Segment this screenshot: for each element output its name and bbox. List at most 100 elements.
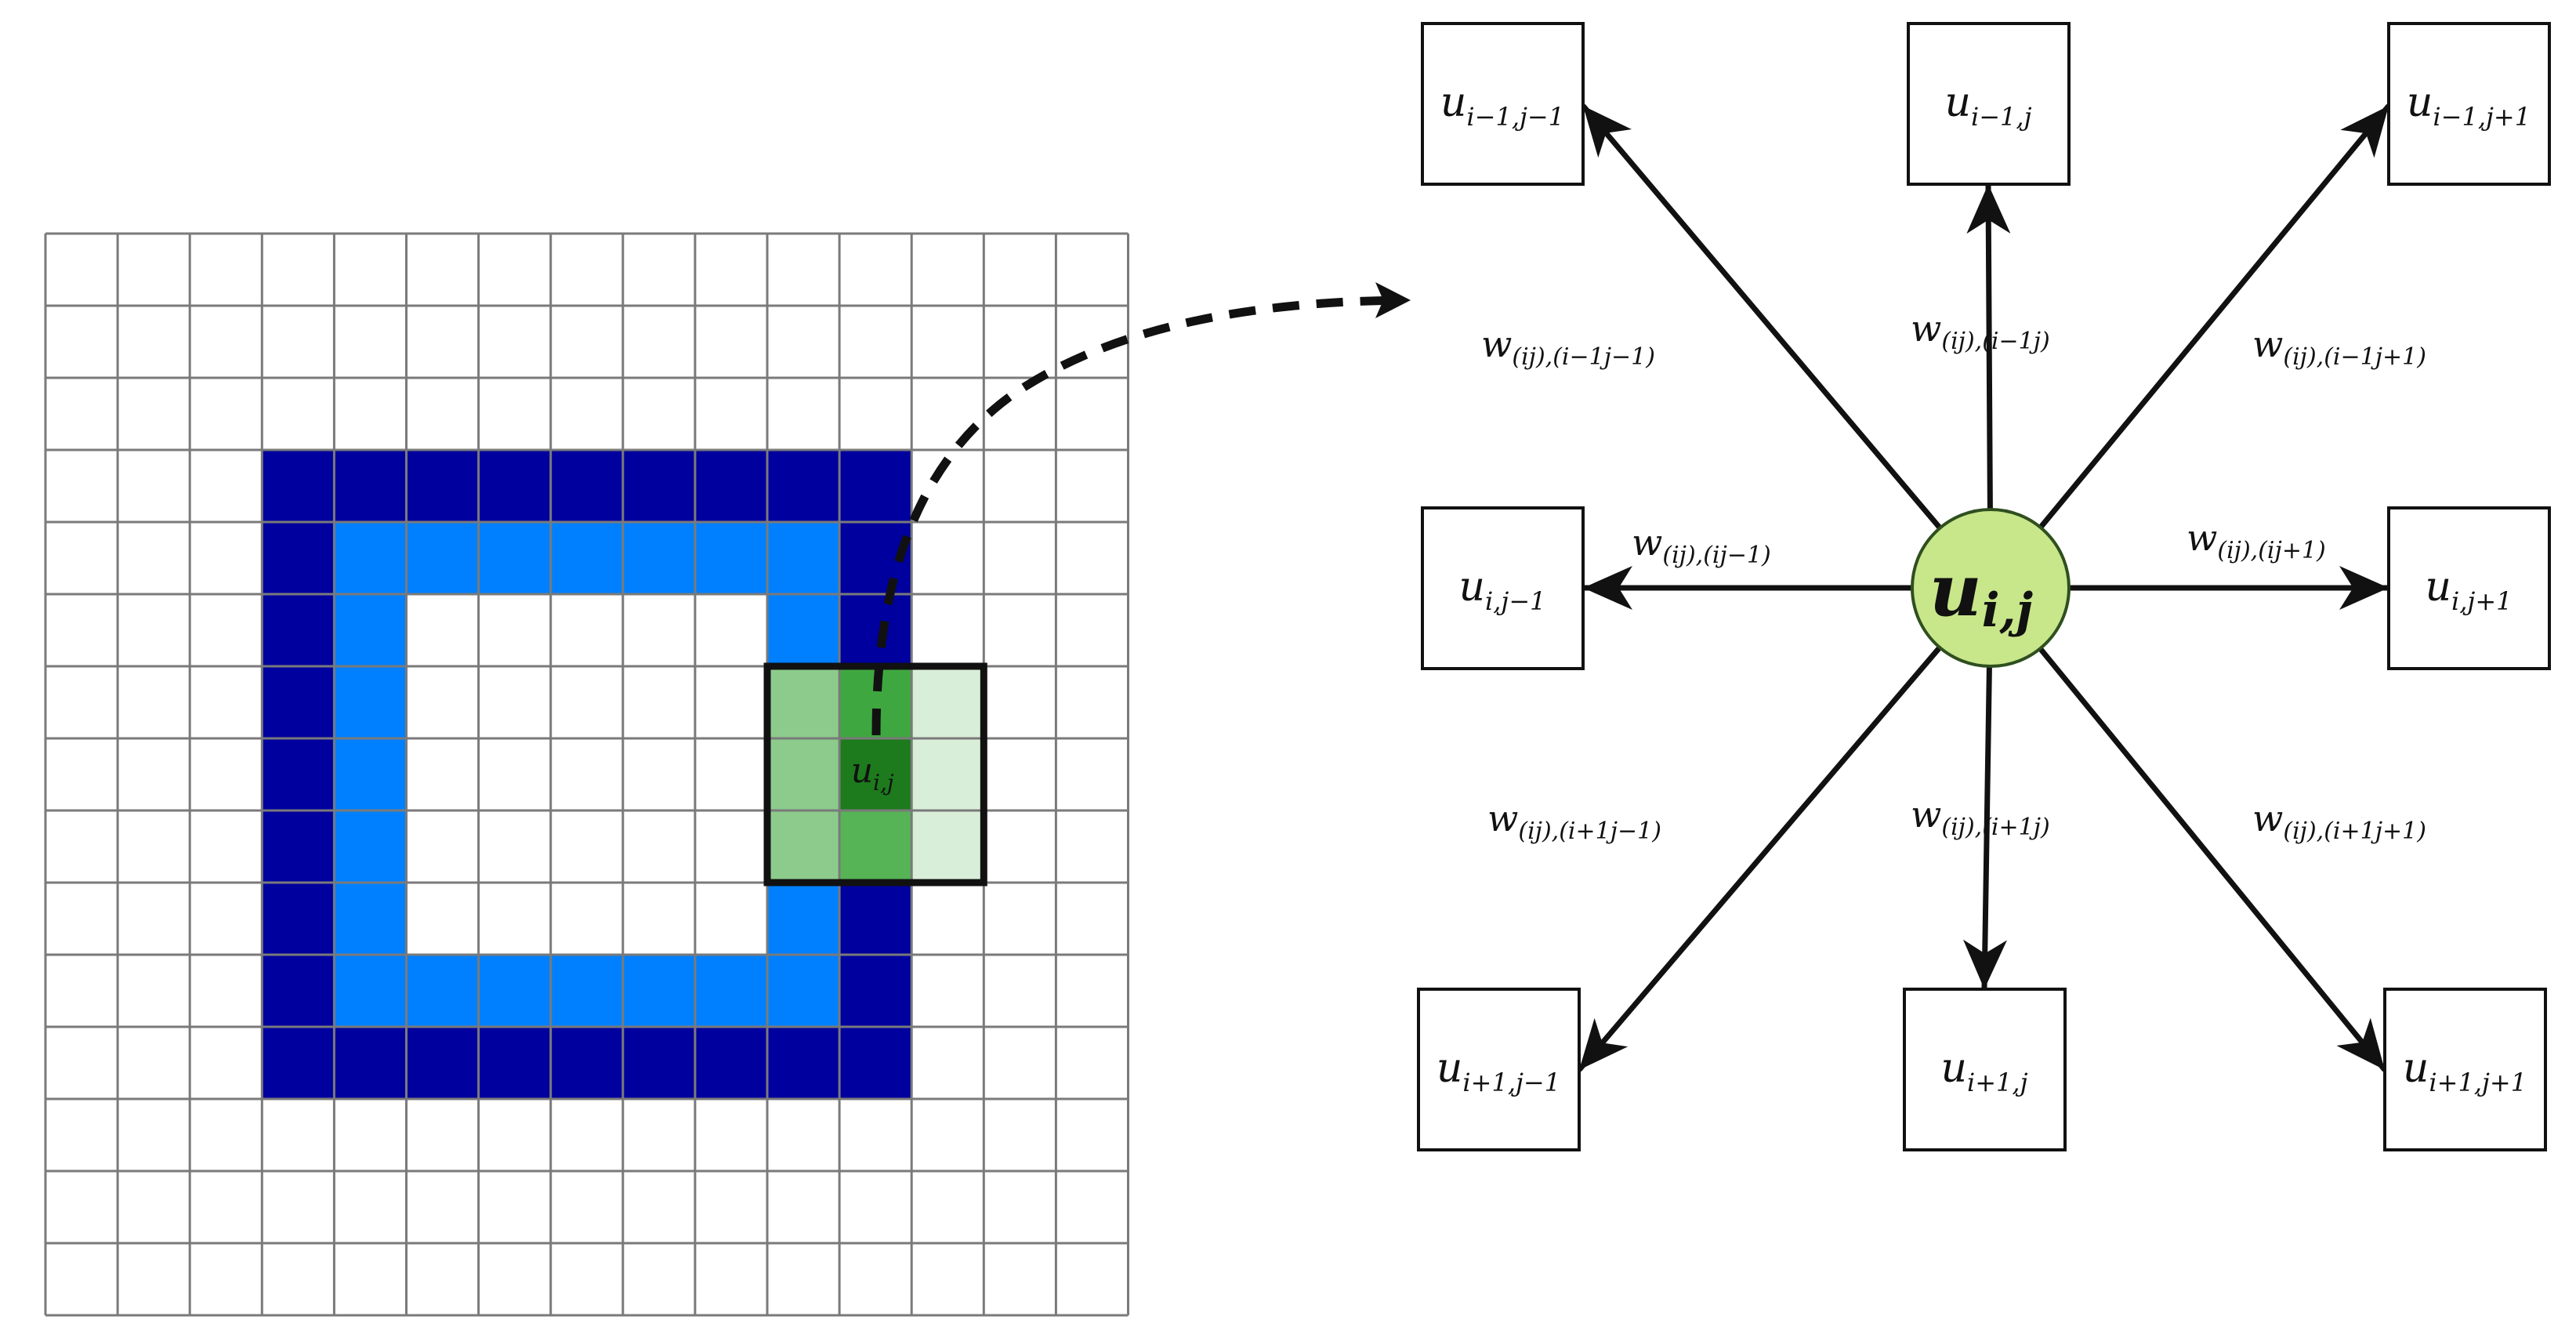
grid-cell: [622, 1243, 695, 1315]
grid-cell: [190, 883, 263, 955]
grid-cell: [767, 955, 840, 1027]
weight-label-tr: w(ij),(i−1j+1): [2252, 323, 2426, 371]
neighbor-node-ml: ui,j−1: [1421, 506, 1585, 670]
grid-cell: [334, 666, 407, 738]
grid-cell: [45, 522, 118, 594]
grid-cell: [622, 1099, 695, 1171]
grid-cell: [911, 378, 984, 450]
grid-cell: [984, 666, 1056, 738]
grid-cell: [334, 450, 407, 522]
center-node-circle: [1911, 508, 2071, 668]
grid-cell: [334, 594, 407, 666]
pixel-grid: ui,j: [44, 232, 1129, 1317]
grid-cell: [694, 594, 767, 666]
grid-cell: [262, 450, 335, 522]
grid-cell: [334, 306, 407, 378]
grid-cell: [694, 883, 767, 955]
grid-cell: [622, 883, 695, 955]
grid-cell: [984, 306, 1056, 378]
neighbor-node-bl: ui+1,j−1: [1417, 988, 1581, 1151]
grid-cell: [622, 234, 695, 306]
grid-cell: [45, 1027, 118, 1099]
weight-label-ml: w(ij),(ij−1): [1632, 521, 1771, 569]
grid-cell: [118, 1099, 190, 1171]
weight-label-bc: w(ij),(i+1j): [1911, 793, 2050, 841]
grid-cell: [694, 1027, 767, 1099]
window-center-label-sub: i,j: [873, 770, 894, 796]
grid-cell: [1056, 666, 1129, 738]
grid-cell: [1056, 234, 1129, 306]
grid-cell: [45, 883, 118, 955]
grid-cell: [839, 1243, 912, 1315]
grid-cell: [767, 234, 840, 306]
grid-cell: [478, 1027, 551, 1099]
neighbor-edges: [1577, 103, 2391, 1072]
grid-cell: [118, 1243, 190, 1315]
grid-cell: [911, 955, 984, 1027]
weight-label-bl: w(ij),(i+1j−1): [1487, 797, 1661, 845]
grid-cell: [334, 378, 407, 450]
grid-cell: [767, 594, 840, 666]
grid-cell: [984, 955, 1056, 1027]
grid-cell: [478, 522, 551, 594]
grid-cell: [767, 1171, 840, 1243]
grid-cell: [406, 594, 479, 666]
grid-cell: [406, 738, 479, 810]
grid-cell: [190, 666, 263, 738]
grid-cell: [550, 1099, 623, 1171]
grid-cell: [406, 1099, 479, 1171]
grid-cell: [45, 955, 118, 1027]
grid-cell: [118, 522, 190, 594]
grid-cell: [984, 1099, 1056, 1171]
grid-cell: [839, 1171, 912, 1243]
grid-cell: [767, 306, 840, 378]
grid-cell: [1056, 594, 1129, 666]
grid-cell: [1056, 1027, 1129, 1099]
grid-cell: [622, 1027, 695, 1099]
grid-cells: [45, 234, 1129, 1315]
neighbor-label-tc: ui−1,j: [1945, 79, 2032, 132]
neighbor-node-tr: ui−1,j+1: [2387, 22, 2551, 186]
window-cell: [911, 738, 984, 810]
grid-cell: [406, 1171, 479, 1243]
grid-cell: [911, 1243, 984, 1315]
grid-cell: [190, 955, 263, 1027]
grid-cell: [190, 450, 263, 522]
grid-cell: [118, 666, 190, 738]
grid-cell: [334, 1243, 407, 1315]
grid-cell: [406, 378, 479, 450]
grid-cell: [190, 522, 263, 594]
window-cell: [839, 810, 912, 883]
grid-cell: [334, 1171, 407, 1243]
grid-cell: [262, 810, 335, 883]
grid-cell: [694, 378, 767, 450]
grid-cell: [334, 810, 407, 883]
grid-cell: [262, 594, 335, 666]
grid-cell: [839, 1099, 912, 1171]
grid-cell: [984, 378, 1056, 450]
grid-cell: [1056, 883, 1129, 955]
neighbor-label-tl: ui−1,j−1: [1440, 79, 1564, 132]
grid-cell: [839, 306, 912, 378]
grid-cell: [911, 1027, 984, 1099]
grid-cell: [622, 306, 695, 378]
grid-cell: [45, 378, 118, 450]
grid-cell: [550, 666, 623, 738]
grid-cell: [550, 1243, 623, 1315]
grid-cell: [334, 738, 407, 810]
grid-cell: [911, 1171, 984, 1243]
grid-cell: [694, 522, 767, 594]
grid-cell: [767, 883, 840, 955]
grid-cell: [190, 1027, 263, 1099]
grid-cell: [262, 1099, 335, 1171]
neighbor-node-tc: ui−1,j: [1907, 22, 2071, 186]
grid-cell: [334, 955, 407, 1027]
window-cell: [767, 810, 840, 883]
grid-cell: [45, 1099, 118, 1171]
grid-cell: [984, 883, 1056, 955]
grid-cell: [1056, 1171, 1129, 1243]
grid-cell: [622, 738, 695, 810]
grid-cell: [118, 378, 190, 450]
grid-cell: [694, 306, 767, 378]
